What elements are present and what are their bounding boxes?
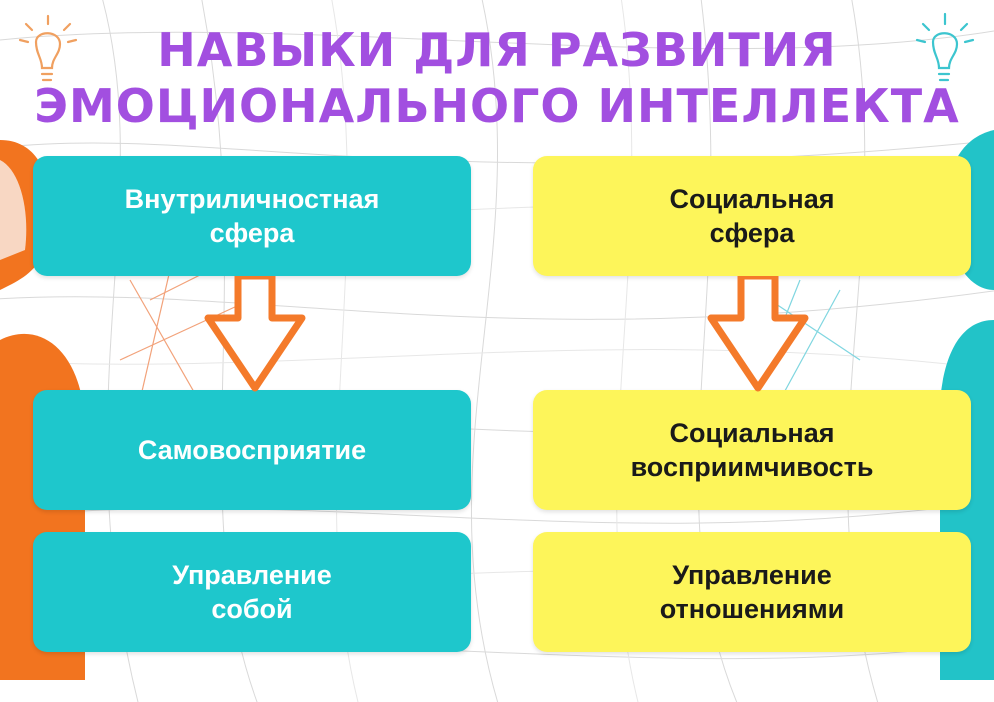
- down-arrow-icon: [707, 276, 809, 392]
- left-item-box-1: Самовосприятие: [33, 390, 471, 510]
- title-line-2: ЭМОЦИОНАЛЬНОГО ИНТЕЛЛЕКТА: [34, 79, 960, 133]
- right-item-box-2: Управление отношениями: [533, 532, 971, 652]
- left-header-box: Внутриличностная сфера: [33, 156, 471, 276]
- title-line-1: НАВЫКИ ДЛЯ РАЗВИТИЯ: [157, 23, 837, 77]
- right-item-text-2: Управление отношениями: [659, 560, 845, 624]
- right-item-text-1: Социальная восприимчивость: [630, 418, 874, 482]
- right-header-text: Социальная сфера: [669, 184, 835, 248]
- lightbulb-icon: [915, 12, 975, 82]
- lightbulb-icon: [18, 14, 78, 82]
- left-item-text-1: Самовосприятие: [137, 435, 367, 465]
- right-header-box: Социальная сфера: [533, 156, 971, 276]
- left-item-box-2: Управление собой: [33, 532, 471, 652]
- left-header-text: Внутриличностная сфера: [124, 184, 380, 248]
- right-item-box-1: Социальная восприимчивость: [533, 390, 971, 510]
- down-arrow-icon: [204, 276, 306, 392]
- page-title: НАВЫКИ ДЛЯ РАЗВИТИЯ ЭМОЦИОНАЛЬНОГО ИНТЕЛ…: [0, 22, 994, 134]
- left-item-text-2: Управление собой: [172, 560, 332, 624]
